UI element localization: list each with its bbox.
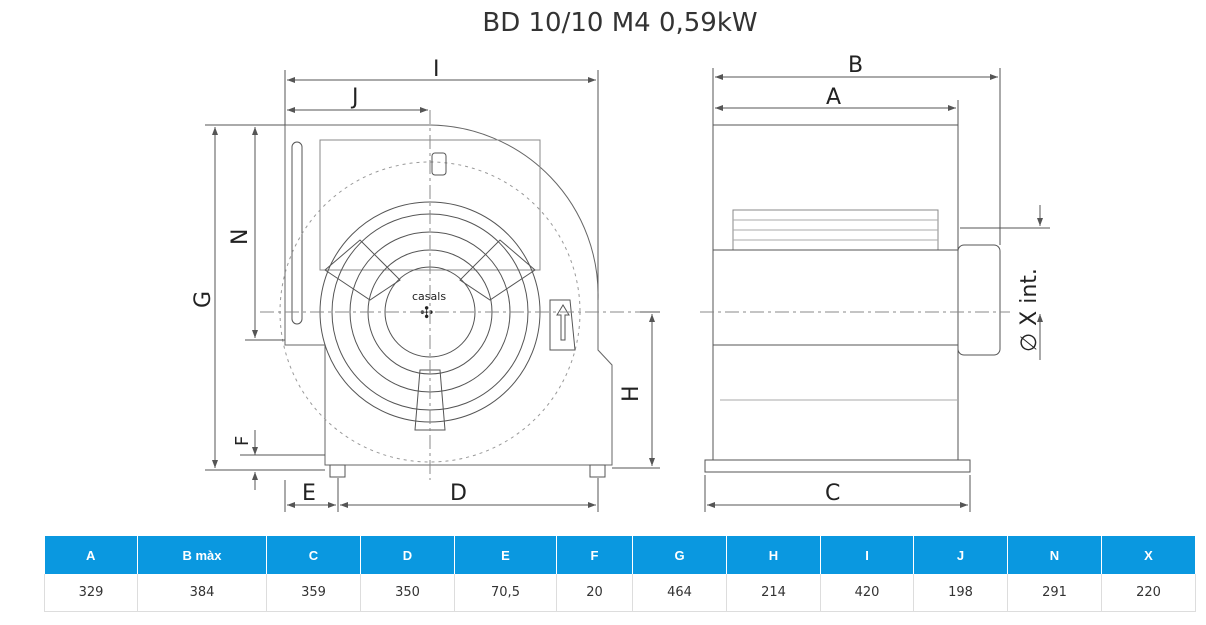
- label-e: E: [302, 481, 316, 506]
- table-cell: 420: [820, 574, 914, 612]
- column-header: X: [1101, 536, 1196, 574]
- table-cell: 350: [360, 574, 455, 612]
- column-header: H: [726, 536, 821, 574]
- label-n: N: [228, 229, 253, 245]
- table-cell: 198: [913, 574, 1008, 612]
- table-cell: 329: [44, 574, 138, 612]
- technical-drawing: casals ✣ I J N G F H E D: [191, 53, 1050, 512]
- column-header: I: [820, 536, 914, 574]
- label-a: A: [826, 85, 841, 110]
- table-cell: 464: [632, 574, 727, 612]
- table-cell: 291: [1007, 574, 1102, 612]
- front-dimensions: I J N G F H E D: [191, 57, 660, 512]
- column-header: B màx: [137, 536, 267, 574]
- drawing-title: BD 10/10 M4 0,59kW: [482, 8, 758, 38]
- casals-logo: casals: [412, 290, 446, 303]
- table-cell: 70,5: [454, 574, 557, 612]
- label-b: B: [848, 53, 863, 78]
- label-x-int: ∅ X int.: [1017, 268, 1042, 352]
- table-cell: 220: [1101, 574, 1196, 612]
- table-cell: 384: [137, 574, 267, 612]
- column-header: E: [454, 536, 557, 574]
- label-h: H: [619, 385, 644, 402]
- table-cell: 20: [556, 574, 633, 612]
- label-j: J: [350, 85, 359, 110]
- column-header: A: [44, 536, 138, 574]
- label-g: G: [191, 291, 216, 308]
- column-header: G: [632, 536, 727, 574]
- table-cell: 359: [266, 574, 361, 612]
- label-i: I: [433, 57, 440, 82]
- column-header: J: [913, 536, 1008, 574]
- column-header: N: [1007, 536, 1102, 574]
- table-cell: 214: [726, 574, 821, 612]
- column-header: F: [556, 536, 633, 574]
- front-view: casals ✣: [260, 110, 660, 480]
- side-dimensions: B A C ∅ X int.: [704, 53, 1050, 512]
- label-f: F: [232, 436, 253, 446]
- side-view: [700, 124, 1010, 473]
- column-header: C: [266, 536, 361, 574]
- column-header: D: [360, 536, 455, 574]
- label-d: D: [450, 481, 467, 506]
- label-c: C: [825, 481, 840, 506]
